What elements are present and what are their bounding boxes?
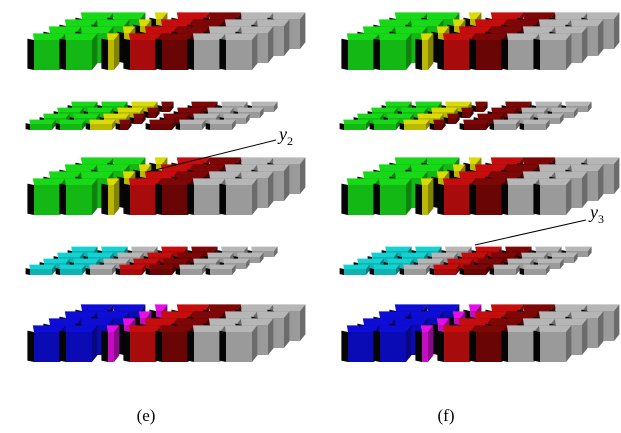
row4-tile bbox=[489, 264, 520, 275]
row2-tile bbox=[443, 113, 460, 124]
row1-cube bbox=[533, 33, 572, 70]
row4-tile bbox=[175, 264, 206, 275]
row4-tile bbox=[459, 264, 490, 275]
row3-cube bbox=[501, 178, 540, 215]
row5-cube bbox=[373, 325, 412, 362]
y2-label: y2 bbox=[279, 124, 293, 148]
row3-cube bbox=[437, 178, 476, 215]
row2-tile bbox=[339, 119, 370, 130]
row2-tile bbox=[85, 119, 116, 130]
row2-tile bbox=[429, 119, 446, 130]
row2-tile bbox=[145, 119, 176, 130]
y3-leader-line bbox=[474, 219, 587, 246]
row2-tile bbox=[115, 119, 132, 130]
row2-tile bbox=[369, 119, 400, 130]
row1-cube bbox=[101, 33, 120, 70]
row4-tile bbox=[519, 264, 550, 275]
row3-cube bbox=[59, 178, 98, 215]
row2-tile bbox=[157, 101, 174, 112]
row5-cube bbox=[59, 325, 98, 362]
row2-tile bbox=[25, 119, 56, 130]
row1-cube bbox=[415, 33, 434, 70]
row4-tile bbox=[25, 264, 56, 275]
row1-cube bbox=[341, 33, 380, 70]
row2-tile bbox=[399, 119, 430, 130]
y3-label: y3 bbox=[590, 202, 604, 226]
row2-tile bbox=[55, 119, 86, 130]
panel-f bbox=[339, 12, 620, 362]
row4-tile bbox=[399, 264, 430, 275]
row4-tile bbox=[85, 264, 116, 275]
row2-tile bbox=[205, 119, 236, 130]
panel-label-f: (f) bbox=[437, 406, 455, 425]
row3-cube bbox=[373, 178, 412, 215]
row2-tile bbox=[489, 119, 520, 130]
row3-cube bbox=[101, 178, 120, 215]
row4-tile bbox=[429, 264, 460, 275]
row2-tile bbox=[459, 119, 490, 130]
row4-tile bbox=[205, 264, 236, 275]
row4-tile bbox=[369, 264, 400, 275]
row5-cube bbox=[415, 325, 434, 362]
row3-cube bbox=[415, 178, 434, 215]
y2-leader-line bbox=[146, 139, 277, 173]
row5-cube bbox=[219, 325, 258, 362]
row3-cube bbox=[533, 178, 572, 215]
row4-tile bbox=[339, 264, 370, 275]
panel-label-e: (e) bbox=[136, 406, 156, 425]
row2-tile bbox=[457, 107, 474, 118]
row5-cube bbox=[101, 325, 120, 362]
row4-tile bbox=[55, 264, 86, 275]
row2-tile bbox=[175, 119, 206, 130]
row4-tile bbox=[115, 264, 146, 275]
row5-cube bbox=[533, 325, 572, 362]
row2-tile bbox=[519, 119, 550, 130]
row1-cube bbox=[59, 33, 98, 70]
row2-tile bbox=[143, 107, 160, 118]
row1-cube bbox=[373, 33, 412, 70]
row3-cube bbox=[219, 178, 258, 215]
panel-e bbox=[25, 12, 306, 362]
row2-tile bbox=[471, 101, 488, 112]
row4-tile bbox=[145, 264, 176, 275]
row1-cube bbox=[219, 33, 258, 70]
